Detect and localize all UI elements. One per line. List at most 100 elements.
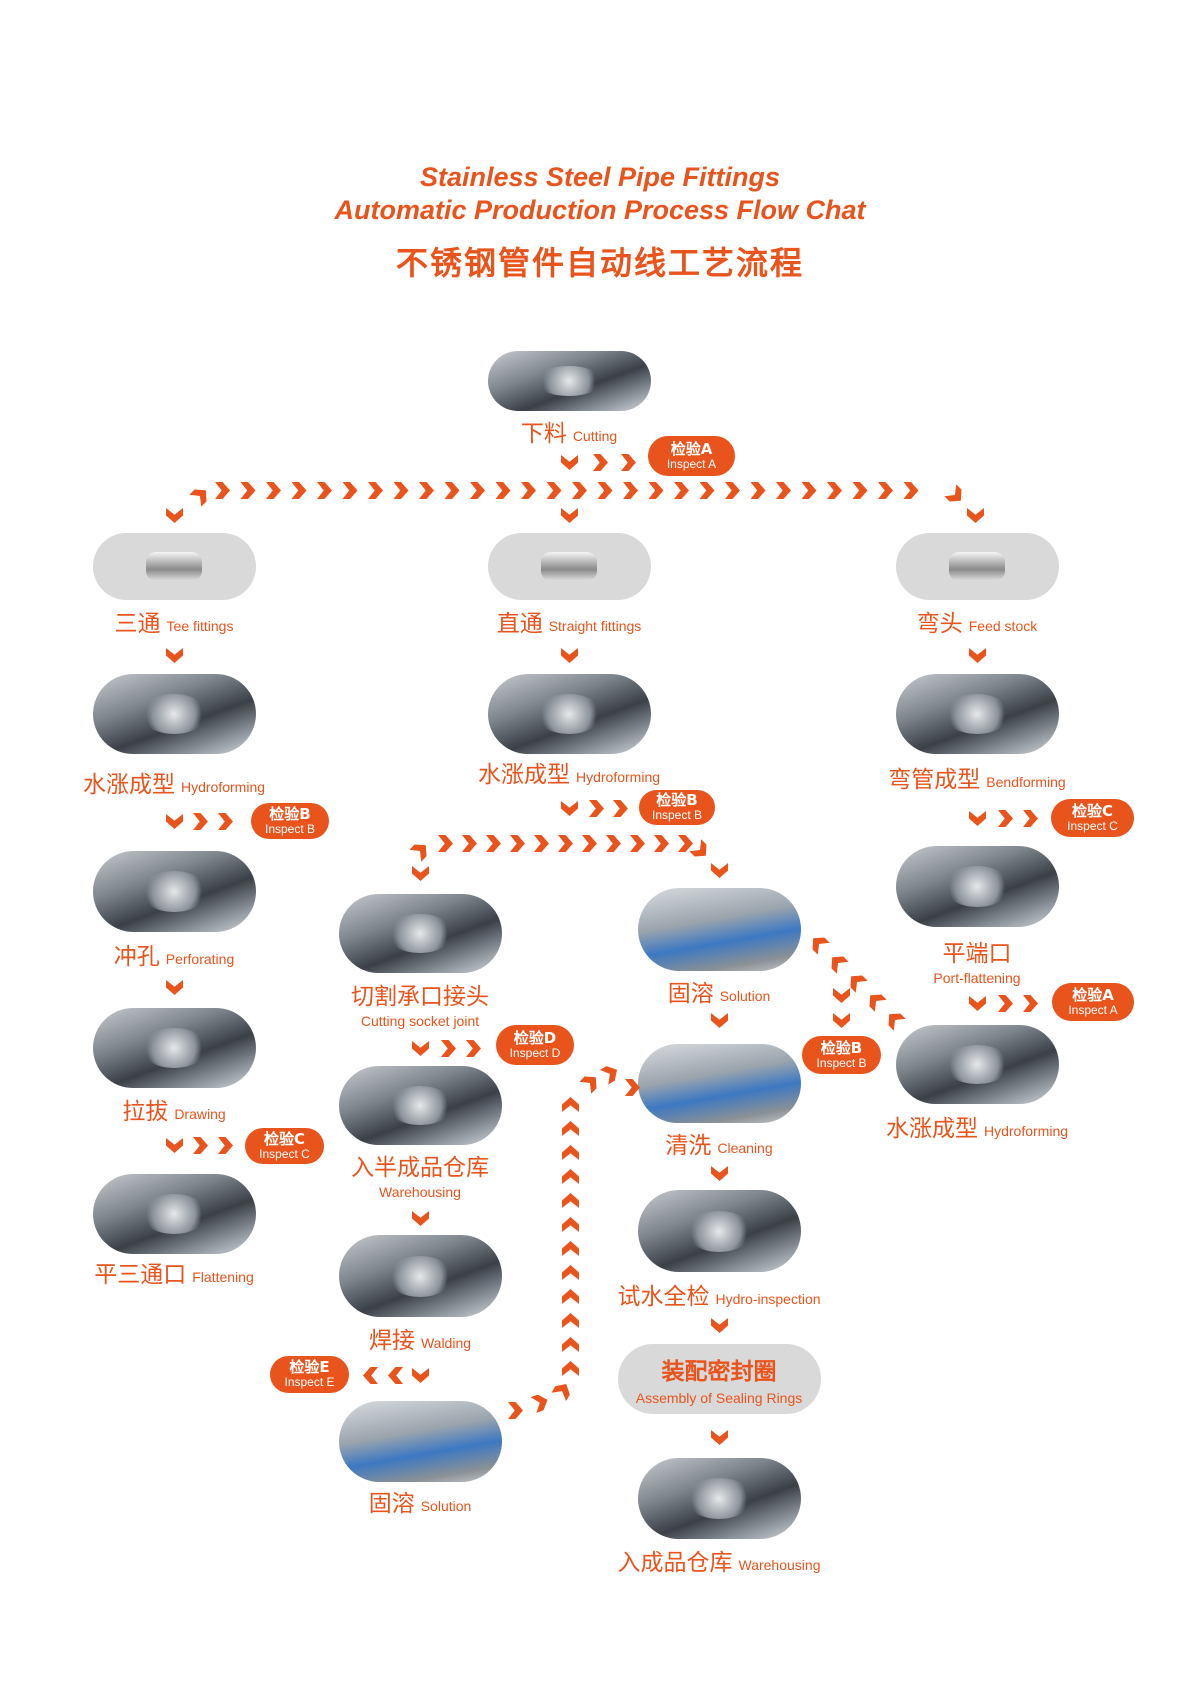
flow-arrow-icon <box>510 835 525 852</box>
flow-arrow-icon <box>562 1121 579 1136</box>
flow-arrow-icon <box>419 482 434 499</box>
flow-arrow-icon <box>508 1402 523 1419</box>
flow-arrow-icon <box>883 1008 906 1031</box>
step-label-cn: 弯头 <box>916 611 963 637</box>
step-image <box>487 674 651 754</box>
flow-arrow-icon <box>711 1430 728 1445</box>
step-pill: 装配密封圈 Assembly of Sealing Rings <box>617 1344 821 1414</box>
flow-arrow-icon <box>521 482 536 499</box>
flow-arrow-icon <box>363 1367 378 1384</box>
flow-arrow-icon <box>462 835 477 852</box>
flow-arrow-icon <box>562 1169 579 1184</box>
step-image <box>487 533 651 600</box>
flow-arrow-icon <box>967 508 984 523</box>
step-label-cn: 下料 <box>520 421 567 447</box>
inspection-label-cn: 检验B <box>269 804 311 823</box>
step-label-en: Assembly of Sealing Rings <box>635 1390 803 1406</box>
flow-arrow-icon <box>412 1041 429 1056</box>
flow-arrow-icon <box>486 835 501 852</box>
flow-arrow-icon <box>166 508 183 523</box>
flow-arrow-icon <box>1023 810 1038 827</box>
step-label-cn: 入半成品仓库 <box>351 1155 489 1181</box>
inspection-label-cn: 检验D <box>513 1028 557 1047</box>
step-label-cn: 入成品仓库 <box>617 1550 733 1576</box>
step-label-en: Warehousing <box>738 1557 821 1573</box>
flow-arrow-icon <box>551 1380 573 1401</box>
inspection-label-en: Inspect E <box>284 1375 335 1390</box>
step-image <box>895 533 1059 600</box>
flow-arrow-icon <box>654 835 669 852</box>
flow-arrow-icon <box>166 814 183 829</box>
step-label-en: Cutting socket joint <box>360 1013 480 1030</box>
flow-arrow-icon <box>562 1337 579 1352</box>
flow-arrow-icon <box>606 835 621 852</box>
flow-arrow-icon <box>750 482 766 499</box>
flow-arrow-icon <box>218 813 233 830</box>
flow-arrow-icon <box>166 980 183 995</box>
inspection-label-cn: 检验C <box>1071 801 1113 820</box>
step-image <box>338 1401 502 1482</box>
flow-arrow-icon <box>826 951 849 974</box>
step-label-en: Hydroforming <box>575 769 661 785</box>
flow-arrow-icon <box>342 482 358 499</box>
flow-arrow-icon <box>218 1137 233 1154</box>
step-image <box>637 1190 801 1272</box>
flow-arrow-icon <box>903 482 919 499</box>
step-image <box>92 533 256 600</box>
step-image <box>895 674 1059 754</box>
flow-arrow-icon <box>613 800 628 817</box>
flow-arrow-icon <box>166 1138 183 1153</box>
flow-arrow-icon <box>998 995 1013 1012</box>
flow-arrow-icon <box>409 839 432 862</box>
flow-arrow-icon <box>412 1368 429 1383</box>
step-image <box>338 894 502 973</box>
flow-arrow-icon <box>562 1313 579 1328</box>
flow-arrow-icon <box>561 508 578 523</box>
step-image <box>637 1458 801 1539</box>
flow-arrow-icon <box>561 455 578 470</box>
step-label-en: Solution <box>420 1498 472 1514</box>
flow-arrow-icon <box>562 1241 579 1256</box>
step-label-en: Port-flattening <box>933 970 1021 987</box>
step-label-cn: 清洗 <box>665 1133 712 1159</box>
step-label: 入成品仓库 Warehousing <box>617 1550 821 1576</box>
step-image <box>487 351 651 411</box>
step-label-cn: 水涨成型 <box>477 762 570 788</box>
flow-arrow-icon <box>1023 995 1038 1012</box>
flow-arrow-icon <box>562 1145 579 1160</box>
flow-arrow-icon <box>562 1265 579 1280</box>
step-label-cn: 装配密封圈 <box>661 1359 777 1385</box>
step-label-cn: 水涨成型 <box>82 772 175 798</box>
flow-arrow-icon <box>623 482 638 499</box>
flow-arrow-icon <box>561 801 578 816</box>
flow-arrow-icon <box>368 482 383 499</box>
flow-arrow-icon <box>291 482 307 499</box>
flow-arrow-icon <box>674 482 689 499</box>
flow-arrow-icon <box>711 1318 728 1333</box>
step-label-cn: 冲孔 <box>113 944 160 970</box>
step-image <box>637 1044 801 1123</box>
flow-arrow-icon <box>317 482 332 499</box>
flow-arrow-icon <box>388 1367 403 1384</box>
flow-arrow-icon <box>189 484 212 507</box>
flow-arrow-icon <box>827 482 842 499</box>
step-image <box>92 674 256 754</box>
step-label-en: Solution <box>719 988 771 1004</box>
flow-arrow-icon <box>266 482 281 499</box>
flow-arrow-icon <box>470 482 485 499</box>
flow-arrow-icon <box>193 1137 208 1154</box>
step-image <box>338 1066 502 1145</box>
